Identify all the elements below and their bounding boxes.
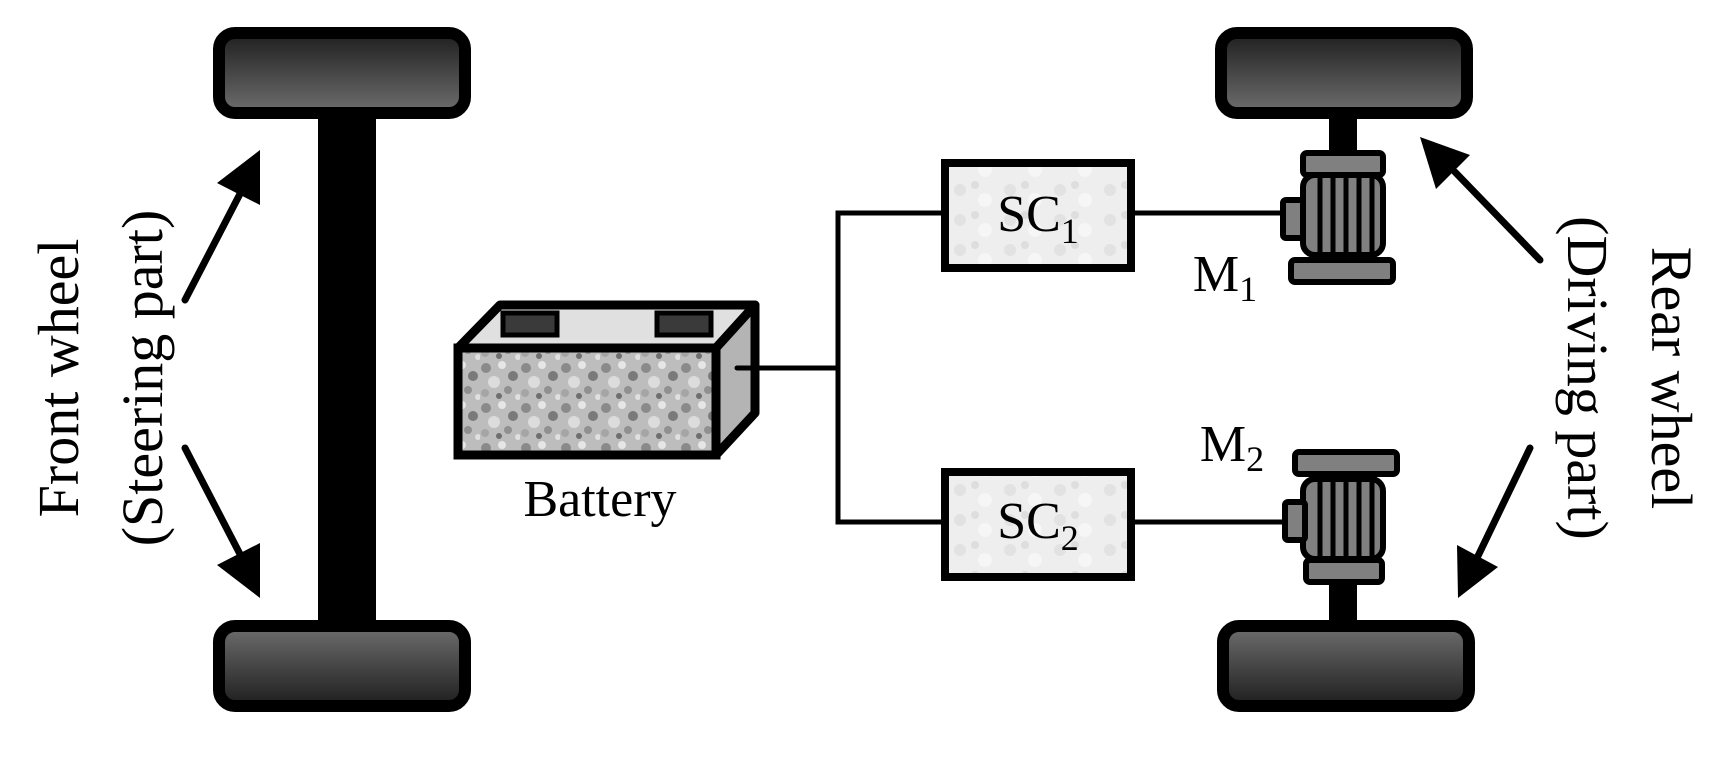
front-axle [213, 27, 471, 712]
m1-subscript: 1 [1239, 269, 1257, 309]
motor-2-cooling-fins [1317, 482, 1375, 556]
motor-1 [1280, 150, 1396, 285]
rear-arrow-up [1420, 137, 1544, 264]
motor-1-base [1288, 257, 1396, 285]
rear-arrow-down [1457, 444, 1534, 598]
front-arrow-up [181, 150, 260, 304]
svg-text:SC1: SC1 [997, 186, 1079, 251]
front-wheel-label: Front wheel [26, 239, 91, 518]
m1-base: M [1193, 246, 1239, 303]
front-wheel-top [213, 27, 471, 119]
rear-wheel-top [1215, 27, 1473, 119]
motor-2-base [1303, 557, 1385, 585]
front-wheel-sublabel: (Steering part) [110, 210, 175, 547]
rear-wheel-sublabel: (Driving part) [1555, 216, 1620, 540]
speed-controller-2: SC2 [941, 468, 1135, 581]
motor-1-top-flange [1300, 150, 1386, 178]
sc2-base: SC [997, 493, 1061, 550]
motor-2-terminal-box [1282, 499, 1308, 543]
front-wheel-bottom [213, 620, 471, 712]
battery-label: Battery [523, 471, 676, 528]
svg-text:SC2: SC2 [997, 493, 1079, 558]
motor-2-top-flange [1292, 449, 1400, 477]
speed-controller-1: SC1 [941, 159, 1135, 272]
battery [453, 300, 760, 460]
battery-front-face [453, 343, 721, 460]
motor-2 [1282, 449, 1400, 585]
rear-wheel-bottom [1217, 620, 1475, 712]
motor-1-terminal-box [1280, 197, 1306, 241]
motor-1-cooling-fins [1317, 178, 1375, 252]
sc1-base: SC [997, 186, 1061, 243]
battery-terminal-positive [654, 310, 714, 338]
battery-terminal-negative [500, 310, 560, 338]
m2-base: M [1200, 416, 1246, 473]
sc2-subscript: 2 [1061, 518, 1079, 558]
wiring [734, 210, 1285, 525]
sc1-subscript: 1 [1061, 211, 1079, 251]
front-arrow-down [181, 444, 260, 598]
front-axle-shaft [318, 105, 376, 645]
rear-wheel-label: Rear wheel [1639, 247, 1704, 509]
svg-text:M1: M1 [1193, 246, 1257, 309]
svg-text:M2: M2 [1200, 416, 1264, 479]
m2-subscript: 2 [1246, 439, 1264, 479]
